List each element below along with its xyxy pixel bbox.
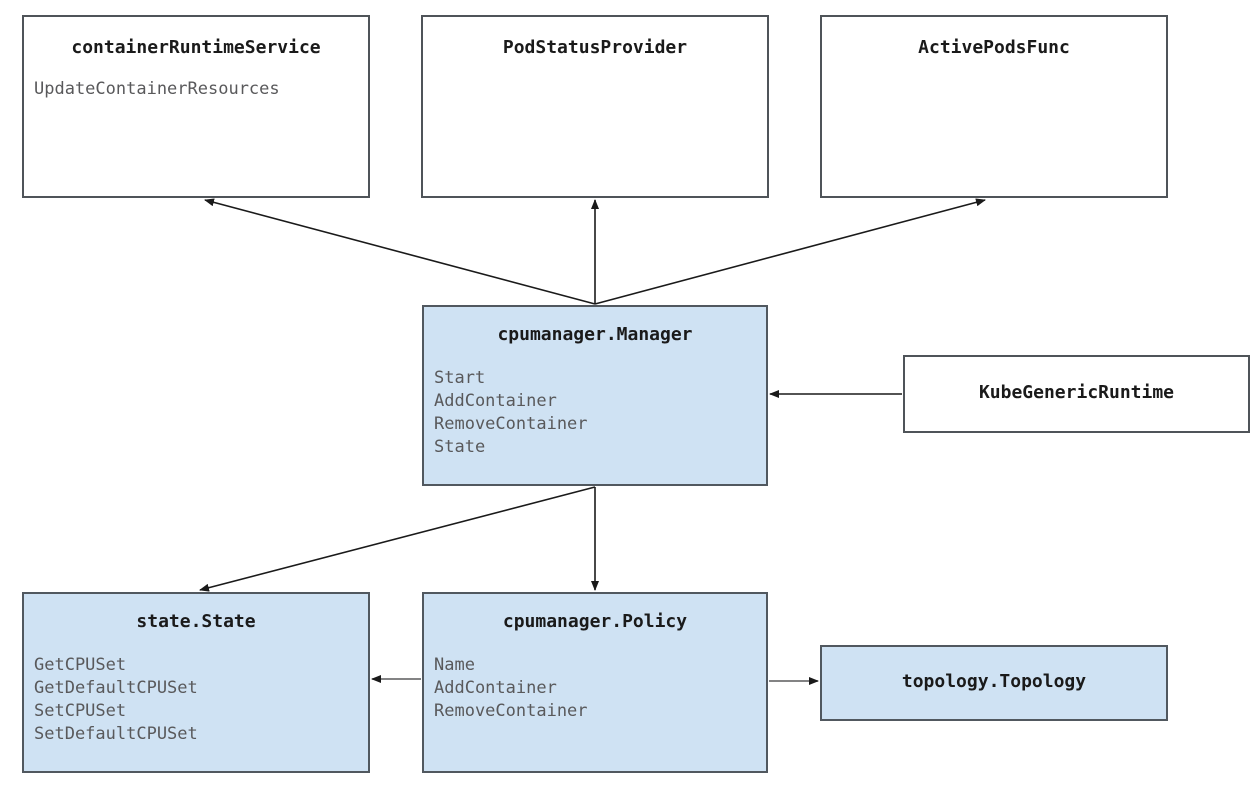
edge-manager-to-stateState [199,486,596,592]
method-item: AddContainer [434,678,557,698]
edge-manager-to-containerRuntimeService [204,198,596,305]
method-item: RemoveContainer [434,414,588,434]
edge-manager-to-activePodsFunc [594,198,986,305]
method-item: Name [434,655,475,675]
method-item: Start [434,368,486,388]
method-item: UpdateContainerResources [34,79,280,99]
node-title: PodStatusProvider [502,37,688,58]
method-item: AddContainer [434,391,557,411]
node-title: containerRuntimeService [71,37,321,58]
method-item: SetCPUSet [34,701,127,721]
node-title: ActivePodsFunc [918,37,1070,58]
node-pod-status-provider[interactable]: PodStatusProvider [421,15,769,198]
node-state-state[interactable]: state.State GetCPUSet GetDefaultCPUSet S… [22,592,370,773]
method-item: GetCPUSet [34,655,127,675]
node-container-runtime-service[interactable]: containerRuntimeService UpdateContainerR… [22,15,370,198]
node-method-list: GetCPUSet GetDefaultCPUSet SetCPUSet Set… [34,654,368,746]
node-title: topology.Topology [901,671,1087,692]
node-method-list: Name AddContainer RemoveContainer [434,654,766,723]
node-method-list: UpdateContainerResources [34,78,368,101]
node-active-pods-func[interactable]: ActivePodsFunc [820,15,1168,198]
node-kube-generic-runtime[interactable]: KubeGenericRuntime [903,355,1250,433]
method-item: State [434,437,486,457]
node-title: KubeGenericRuntime [978,382,1175,403]
method-item: GetDefaultCPUSet [34,678,198,698]
node-cpumanager-policy[interactable]: cpumanager.Policy Name AddContainer Remo… [422,592,768,773]
method-item: RemoveContainer [434,701,588,721]
node-title: state.State [136,611,256,632]
method-item: SetDefaultCPUSet [34,724,198,744]
node-cpumanager-manager[interactable]: cpumanager.Manager Start AddContainer Re… [422,305,768,486]
node-topology-topology[interactable]: topology.Topology [820,645,1168,721]
node-title: cpumanager.Manager [497,324,693,345]
node-title: cpumanager.Policy [502,611,688,632]
node-method-list: Start AddContainer RemoveContainer State [434,367,766,459]
